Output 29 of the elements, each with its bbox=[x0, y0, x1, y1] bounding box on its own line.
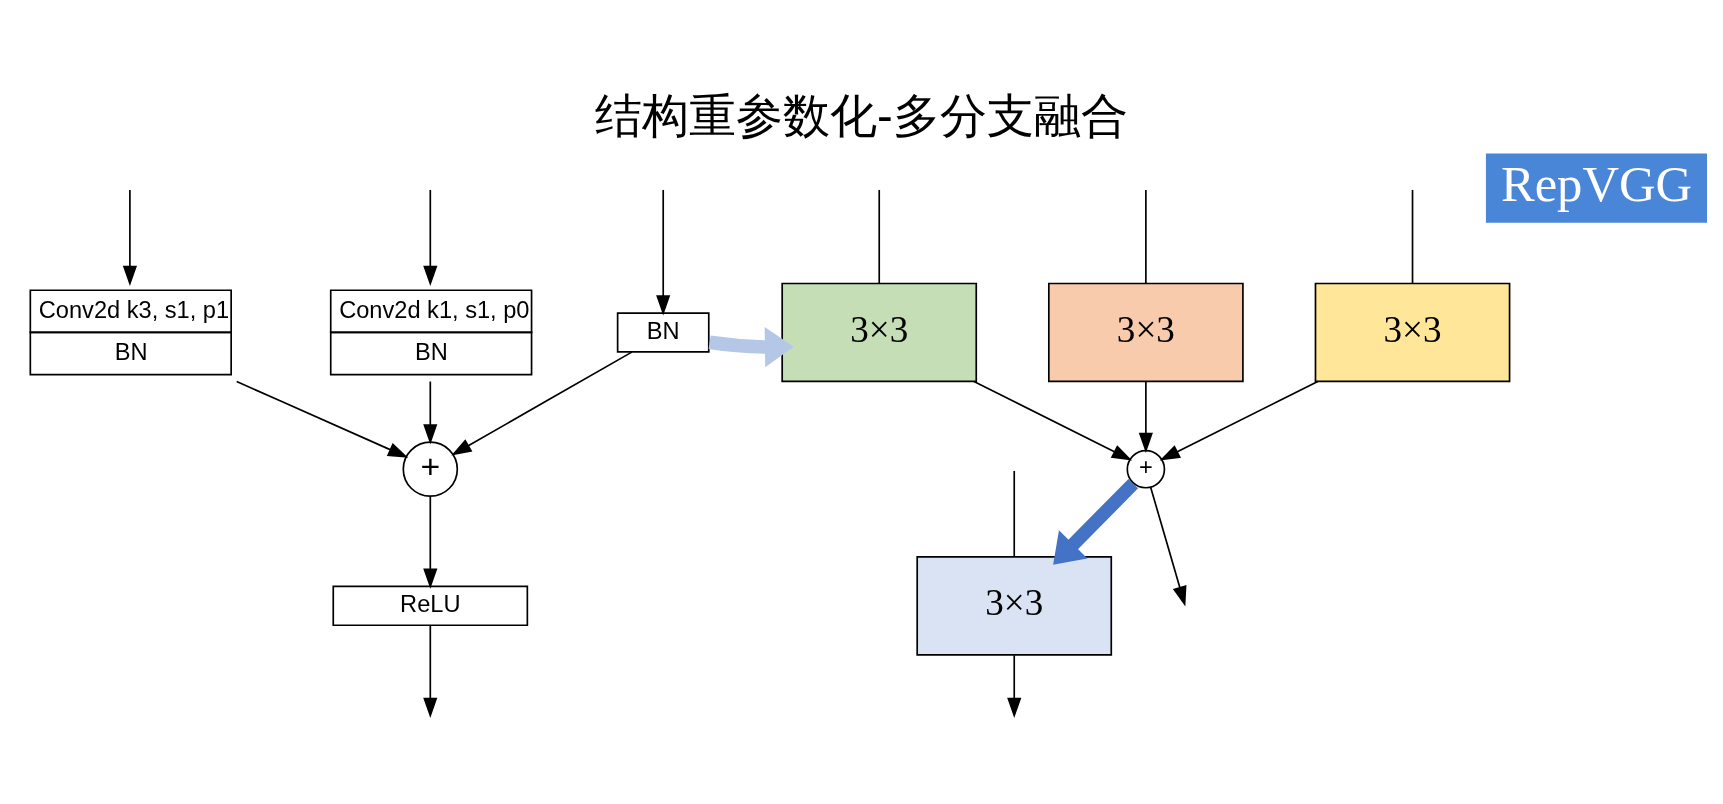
arrow bbox=[451, 350, 633, 455]
node-box: 3×3 bbox=[916, 555, 1113, 656]
label: RepVGG bbox=[1500, 155, 1693, 212]
connector bbox=[1411, 188, 1414, 284]
connector bbox=[1013, 469, 1016, 557]
arrow bbox=[122, 188, 137, 286]
arrow bbox=[1138, 380, 1153, 453]
arrow bbox=[656, 188, 671, 315]
arrow bbox=[423, 624, 438, 718]
arrow bbox=[1053, 478, 1139, 565]
node-box: ReLU bbox=[332, 585, 529, 626]
arrow bbox=[1007, 653, 1022, 718]
node-box: 3×3 bbox=[1048, 282, 1244, 382]
node-circle: + bbox=[1126, 449, 1166, 489]
diagram-title: 结构重参数化-多分支融合 bbox=[595, 88, 1128, 142]
arrow bbox=[423, 495, 438, 589]
arrow bbox=[1149, 485, 1187, 606]
node-box: 3×3 bbox=[781, 282, 978, 382]
node-box: 3×3 bbox=[1314, 282, 1511, 382]
connector bbox=[1145, 188, 1147, 284]
node-box: BN bbox=[616, 311, 710, 353]
arrow bbox=[708, 326, 794, 367]
arrow bbox=[423, 380, 438, 444]
arrow bbox=[235, 380, 409, 458]
arrow bbox=[423, 188, 438, 286]
arrow bbox=[1159, 380, 1319, 461]
connector bbox=[878, 188, 881, 284]
arrow bbox=[973, 380, 1133, 461]
node-circle: + bbox=[402, 440, 459, 497]
